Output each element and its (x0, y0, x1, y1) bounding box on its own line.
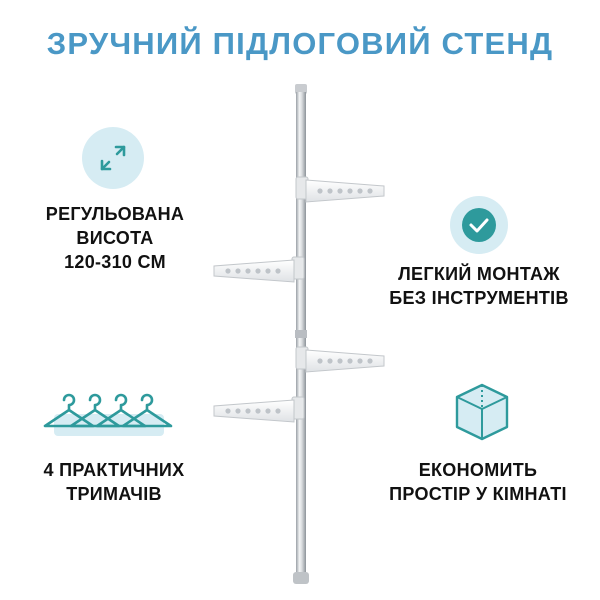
feature-space-line2: ПРОСТІР У КІМНАТІ (389, 484, 567, 504)
checkmark-icon (462, 208, 496, 242)
resize-arrows-icon (100, 145, 126, 171)
feature-mounting-line2: БЕЗ ІНСТРУМЕНТІВ (389, 288, 569, 308)
page-title: ЗРУЧНИЙ ПІДЛОГОВИЙ СТЕНД (46, 26, 554, 61)
feature-height-text: РЕГУЛЬОВАНА ВИСОТА 120-310 СМ (20, 202, 210, 274)
feature-mounting-line1: ЛЕГКИЙ МОНТАЖ (398, 264, 560, 284)
hanger-arm-2 (213, 256, 305, 283)
feature-height-line1: РЕГУЛЬОВАНА (45, 204, 185, 224)
pole-top-cap (295, 84, 307, 94)
hanger-arm-4 (213, 396, 305, 423)
feature-hangers-line2: ТРИМАЧІВ (66, 484, 162, 504)
feature-hangers-text: 4 ПРАКТИЧНИХ ТРИМАЧІВ (14, 458, 214, 506)
hanger-arm-1 (295, 176, 385, 203)
hanger-arm-3 (295, 346, 385, 373)
feature-space-text: ЕКОНОМИТЬ ПРОСТІР У КІМНАТІ (368, 458, 588, 506)
height-icon-circle (82, 127, 144, 189)
feature-space-line1: ЕКОНОМИТЬ (418, 460, 538, 480)
feature-height-line2: ВИСОТА (76, 228, 154, 248)
hangers-icon (43, 393, 173, 436)
feature-height-line3: 120-310 СМ (64, 252, 166, 272)
pole-joint (295, 330, 307, 338)
feature-hangers-line1: 4 ПРАКТИЧНИХ (43, 460, 185, 480)
cube-icon (455, 383, 509, 441)
pole-bottom-foot (293, 572, 309, 584)
feature-mounting-text: ЛЕГКИЙ МОНТАЖ БЕЗ ІНСТРУМЕНТІВ (374, 262, 584, 310)
